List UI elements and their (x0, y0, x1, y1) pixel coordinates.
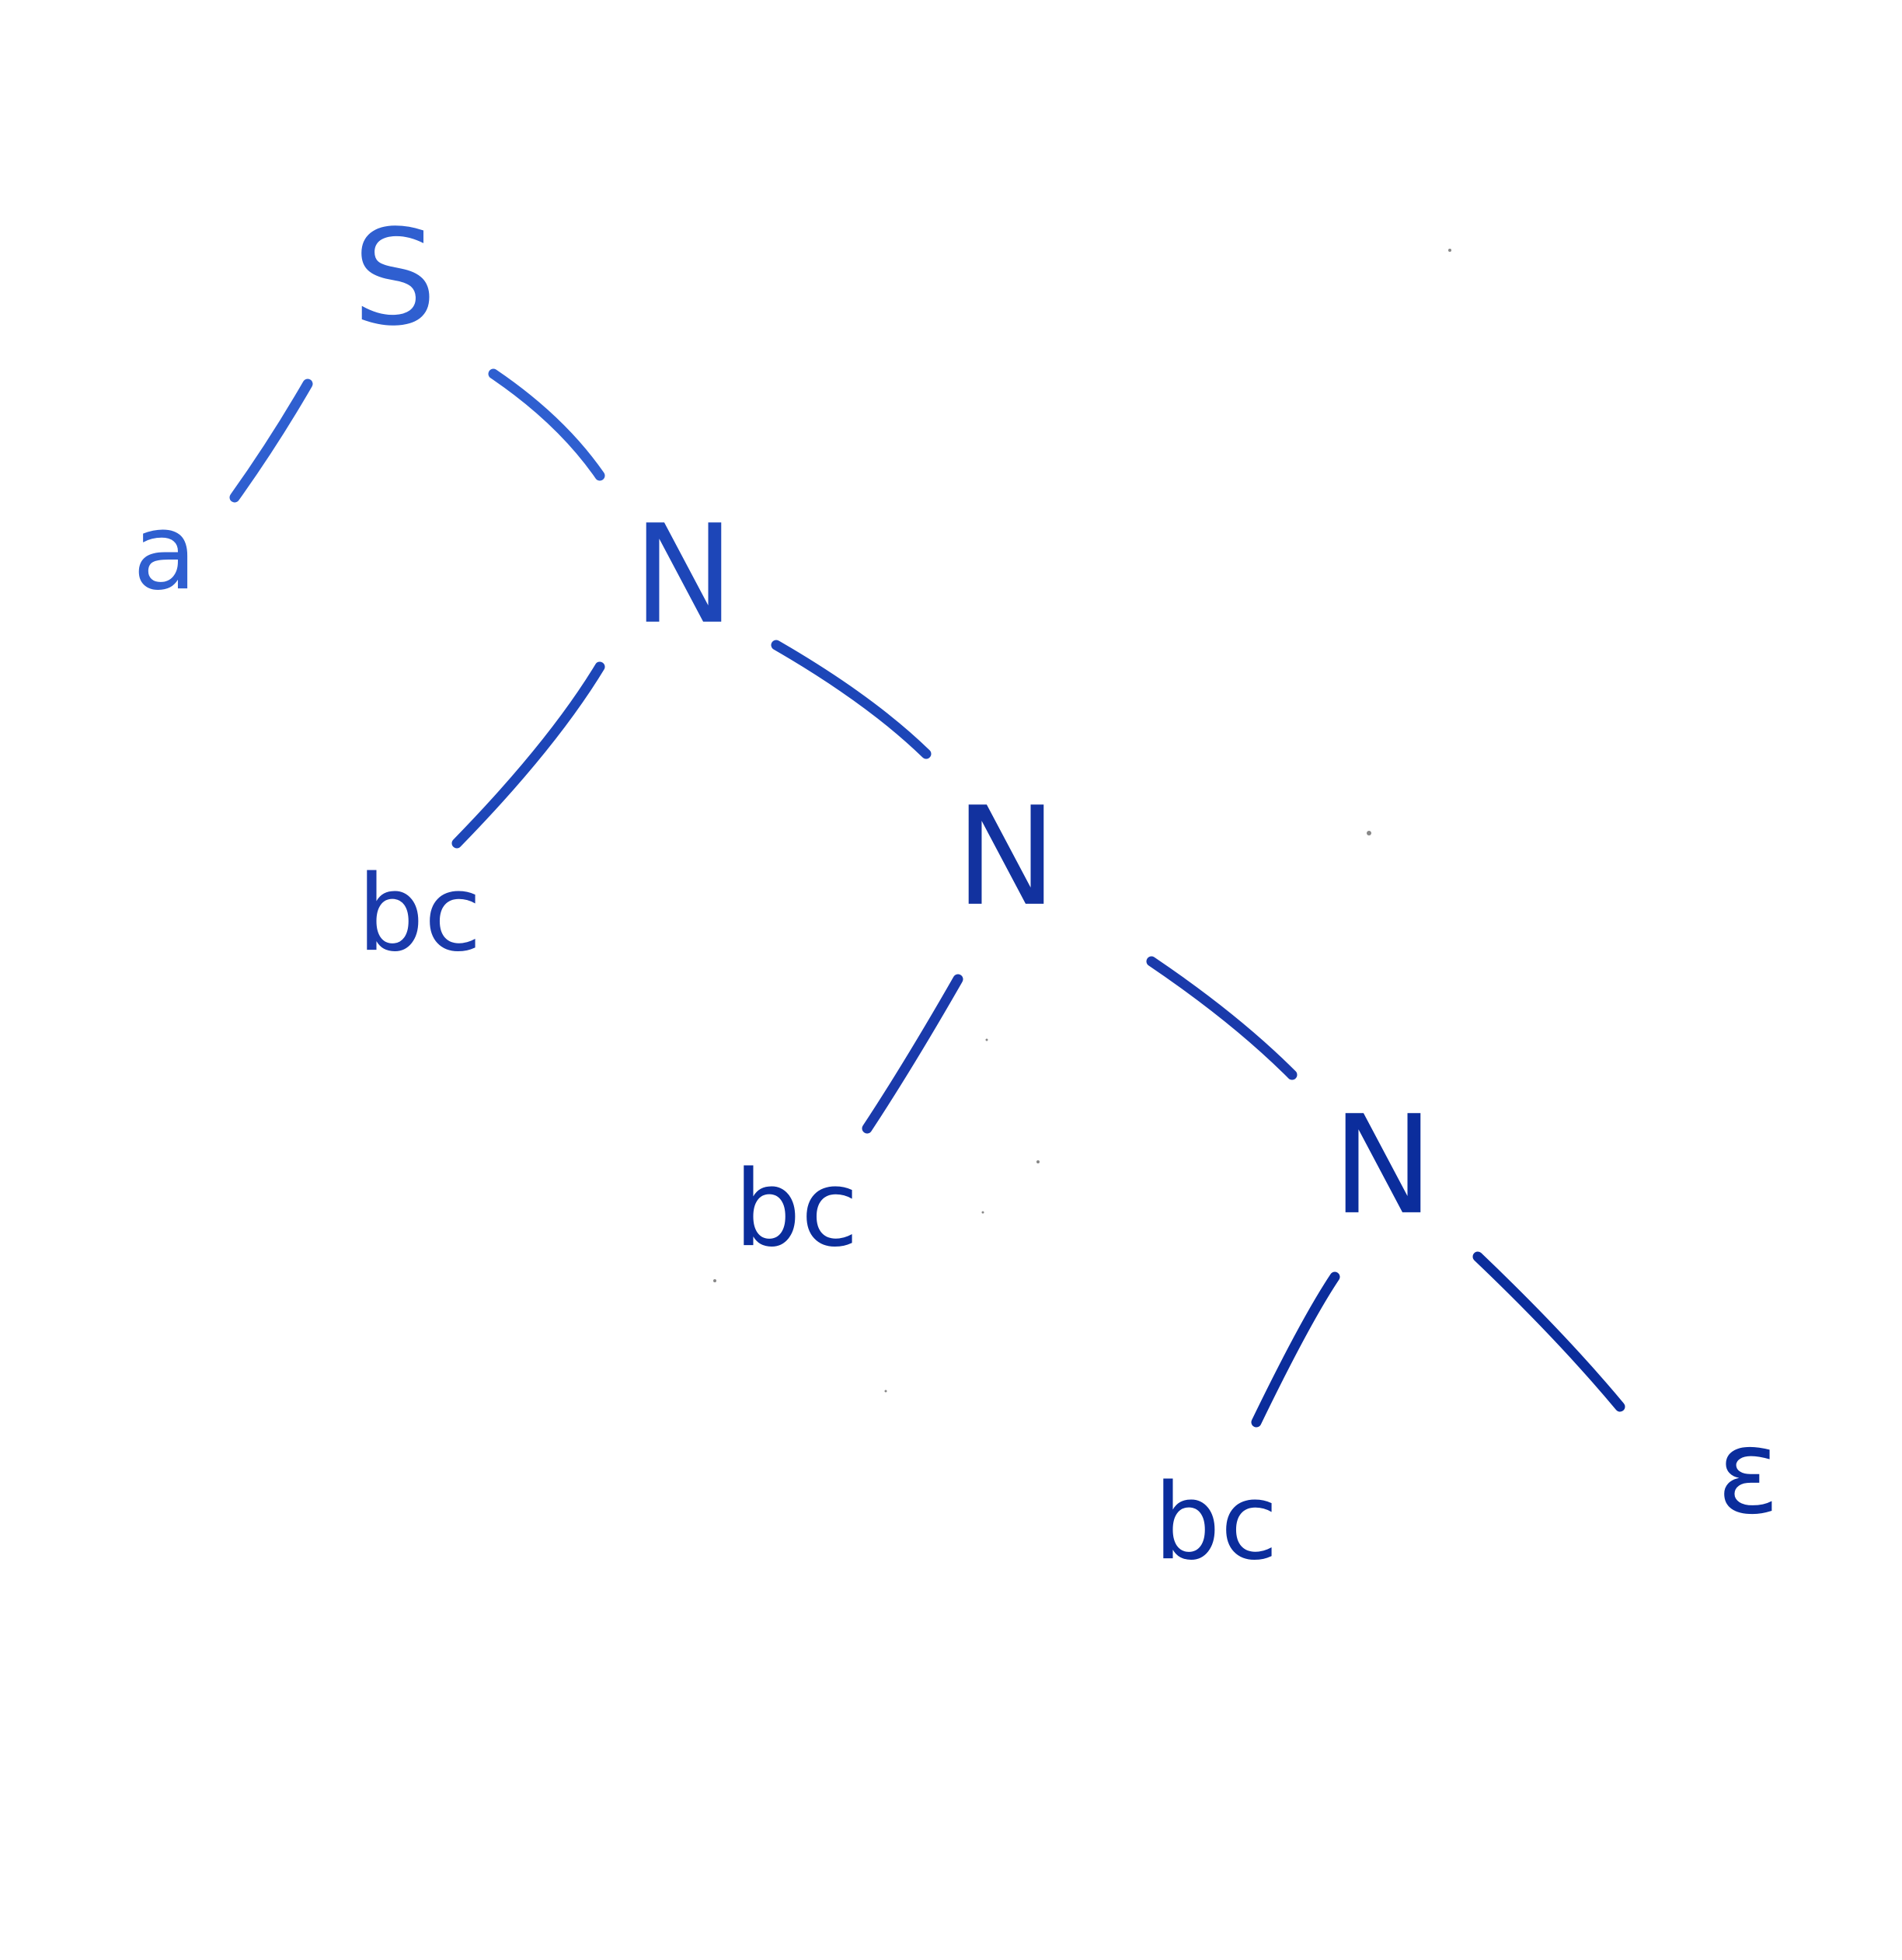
edge-n1-to-n2 (771, 640, 932, 759)
node-n-level1: N (633, 497, 735, 654)
edge-s-to-a (229, 378, 313, 503)
edge-s-to-n1 (488, 368, 605, 481)
node-n-level2: N (956, 779, 1057, 936)
node-leaf-a: a (133, 491, 197, 613)
node-leaf-bc-level2: bc (734, 1148, 859, 1270)
edge-n1-to-bc1 (451, 661, 605, 849)
edge-n2-to-n3 (1146, 956, 1298, 1080)
node-n-level3: N (1332, 1087, 1434, 1245)
node-leaf-epsilon: ε (1716, 1405, 1779, 1540)
edge-n3-to-epsilon (1472, 1251, 1625, 1412)
edge-n2-to-bc2 (862, 974, 963, 1134)
paper-specks (713, 249, 1451, 1393)
node-leaf-bc-level3: bc (1154, 1461, 1278, 1583)
node-leaf-bc-level1: bc (357, 853, 482, 975)
node-root-s: S (353, 201, 437, 355)
edge-n3-to-bc3 (1251, 1271, 1340, 1428)
